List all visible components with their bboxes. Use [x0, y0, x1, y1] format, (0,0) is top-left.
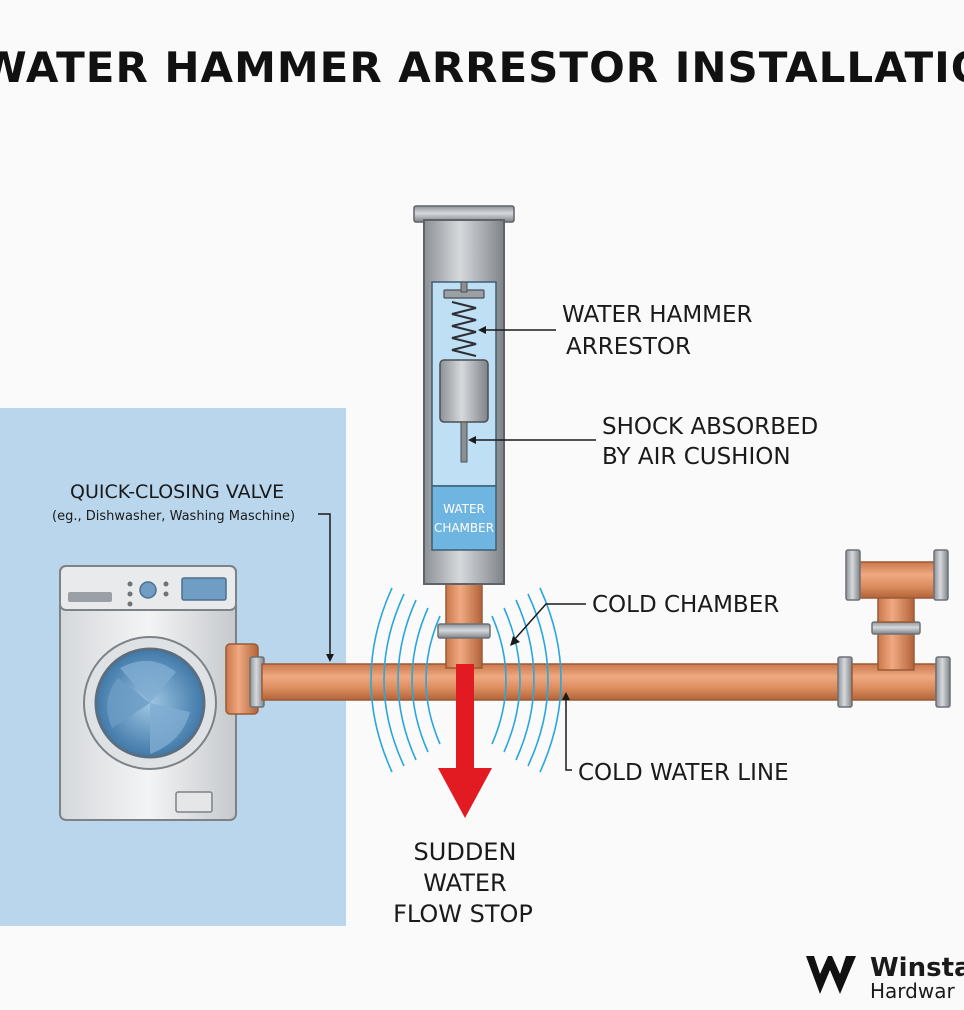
flow-stop-label-2: WATER	[423, 869, 506, 897]
shock-wave-lines	[370, 587, 562, 773]
spring-icon	[451, 301, 477, 357]
cold-water-line-label: COLD WATER LINE	[578, 760, 789, 786]
shock-label-1: SHOCK ABSORBED	[602, 414, 818, 440]
flow-stop-label-1: SUDDEN	[414, 838, 517, 866]
arrestor-label-2: ARRESTOR	[566, 334, 691, 360]
flow-stop-label-3: FLOW STOP	[393, 900, 533, 928]
water-chamber-label-2: CHAMBER	[434, 521, 494, 535]
washing-machine-icon	[59, 565, 237, 821]
valve-label-1: QUICK-CLOSING VALVE	[70, 481, 284, 503]
water-chamber-label-1: WATER	[443, 502, 485, 516]
leader-lines	[318, 326, 596, 771]
diagram-title: WATER HAMMER ARRESTOR INSTALLATION	[0, 43, 964, 92]
brand-logo: Winsta Hardwar	[806, 953, 964, 1003]
arrestor-label-1: WATER HAMMER	[562, 302, 753, 328]
flow-stop-arrow	[438, 664, 492, 818]
shock-label-2: BY AIR CUSHION	[602, 444, 791, 470]
cold-water-pipe	[225, 549, 951, 715]
arrestor-riser-pipe	[437, 583, 491, 669]
valve-label-2: (eg., Dishwasher, Washing Maschine)	[52, 509, 295, 524]
cold-chamber-label: COLD CHAMBER	[592, 592, 779, 618]
water-hammer-arrestor: WATER CHAMBER	[413, 205, 515, 585]
logo-text-line1: Winsta	[870, 953, 964, 983]
logo-text-line2: Hardwar	[870, 979, 955, 1003]
